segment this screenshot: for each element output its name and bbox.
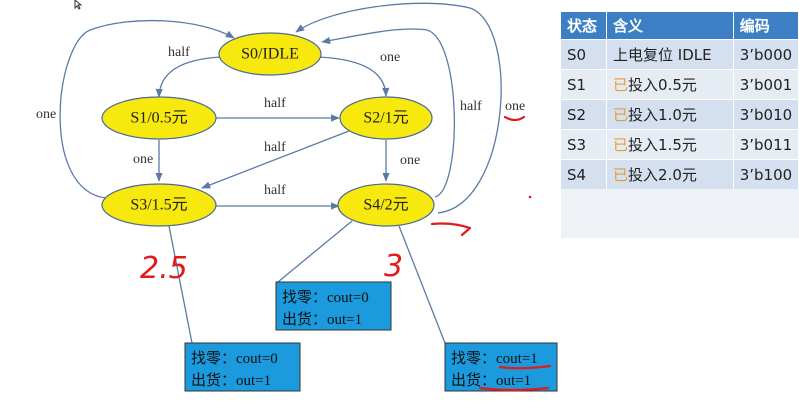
state-s0 [218, 32, 322, 76]
edge-s4-s0-half [321, 28, 455, 198]
label-s2-s3: half [264, 140, 286, 155]
output-box-2-line1: 找零：cout=0 [191, 350, 278, 367]
edge-s3-box2 [168, 225, 193, 344]
table-header-state: 状态 [561, 12, 608, 40]
label-s2-s4: one [400, 153, 420, 168]
state-table: 状态 含义 编码 S0 上电复位 IDLE 3’b000 S1 已投入0.5元 … [561, 12, 799, 238]
table-cell-state: S2 [561, 99, 608, 130]
table-header-code: 编码 [733, 12, 799, 40]
meaning-prefix: 已 [613, 76, 629, 94]
output-box-1 [275, 281, 392, 331]
edge-s0-s2 [317, 56, 390, 97]
state-s2-label: S2/1元 [363, 110, 408, 127]
edge-s0-s1 [155, 56, 223, 98]
table-cell-meaning: 已投入1.5元 [606, 129, 734, 160]
table-row: S1 已投入0.5元 3’b001 [561, 69, 799, 100]
output-box-2-line2: 出货：out=1 [191, 372, 271, 389]
output-box-1-line2: 出货：out=1 [282, 311, 362, 328]
meaning-text: 投入2.0元 [628, 166, 697, 184]
label-s1-s3: one [133, 152, 153, 167]
state-s2 [339, 96, 433, 140]
table-row: S2 已投入1.0元 3’b010 [561, 99, 799, 130]
table-cell-code: 3’b011 [733, 129, 799, 160]
label-s3-s4: half [264, 183, 286, 198]
state-s4 [337, 183, 435, 227]
annotation-dot [528, 195, 532, 199]
table-cell-code: 3’b000 [733, 39, 799, 70]
annotation-out-underline [478, 386, 550, 392]
table-row: S4 已投入2.0元 3’b100 [561, 159, 799, 189]
state-s3-label: S3/1.5元 [130, 197, 187, 214]
edge-s4-box1 [277, 220, 353, 283]
edge-s3-s0 [59, 19, 235, 199]
meaning-prefix: 已 [613, 166, 629, 184]
annotation-cout-underline [498, 364, 552, 370]
table-cell-state: S0 [561, 39, 608, 70]
output-box-3-line2: 出货：out=1 [451, 372, 531, 389]
state-s1-label: S1/0.5元 [130, 110, 187, 127]
table-cell-code: 3’b010 [733, 99, 799, 130]
annotation-arrow-mark [430, 222, 472, 237]
table-row: S0 上电复位 IDLE 3’b000 [561, 39, 799, 70]
meaning-prefix: 已 [613, 106, 629, 124]
annotation-s3: 2.5 [140, 251, 188, 286]
table-cell-code: 3’b100 [733, 159, 799, 189]
state-s0-label: S0/IDLE [241, 46, 299, 63]
label-s3-s0: one [36, 107, 56, 122]
label-s0-s2: one [380, 50, 400, 65]
state-s4-label: S4/2元 [363, 197, 408, 214]
meaning-text: 投入1.5元 [628, 136, 697, 154]
table-header-meaning: 含义 [606, 12, 734, 40]
table-cell-meaning: 上电复位 IDLE [606, 39, 734, 70]
meaning-text: 投入1.0元 [628, 106, 697, 124]
label-s0-s1: half [168, 45, 190, 60]
table-row: S3 已投入1.5元 3’b011 [561, 129, 799, 160]
table-cell-meaning: 已投入2.0元 [606, 159, 734, 189]
cursor-icon [74, 0, 83, 10]
edge-s4-box3 [398, 225, 446, 344]
label-s4-s0-one: one [505, 99, 525, 114]
state-s1 [101, 96, 217, 140]
table-cell-state: S4 [561, 159, 608, 189]
table-cell-meaning: 已投入0.5元 [606, 69, 734, 100]
label-s4-s0-half: half [460, 99, 482, 114]
state-s3 [101, 183, 217, 227]
annotation-one-underline [503, 115, 526, 122]
output-box-1-line1: 找零：cout=0 [282, 289, 369, 306]
table-cell-code: 3’b001 [733, 69, 799, 100]
output-box-2 [184, 342, 301, 392]
meaning-text: 投入0.5元 [628, 76, 697, 94]
table-cell-meaning: 已投入1.0元 [606, 99, 734, 130]
edge-s2-s3 [201, 130, 350, 189]
annotation-s4: 3 [384, 249, 403, 284]
label-s1-s2: half [264, 96, 286, 111]
output-box-3-line1: 找零：cout=1 [451, 350, 538, 367]
meaning-prefix: 已 [613, 136, 629, 154]
table-cell-state: S3 [561, 129, 608, 160]
table-cell-state: S1 [561, 69, 608, 100]
edge-s4-s0-one [295, 2, 502, 214]
